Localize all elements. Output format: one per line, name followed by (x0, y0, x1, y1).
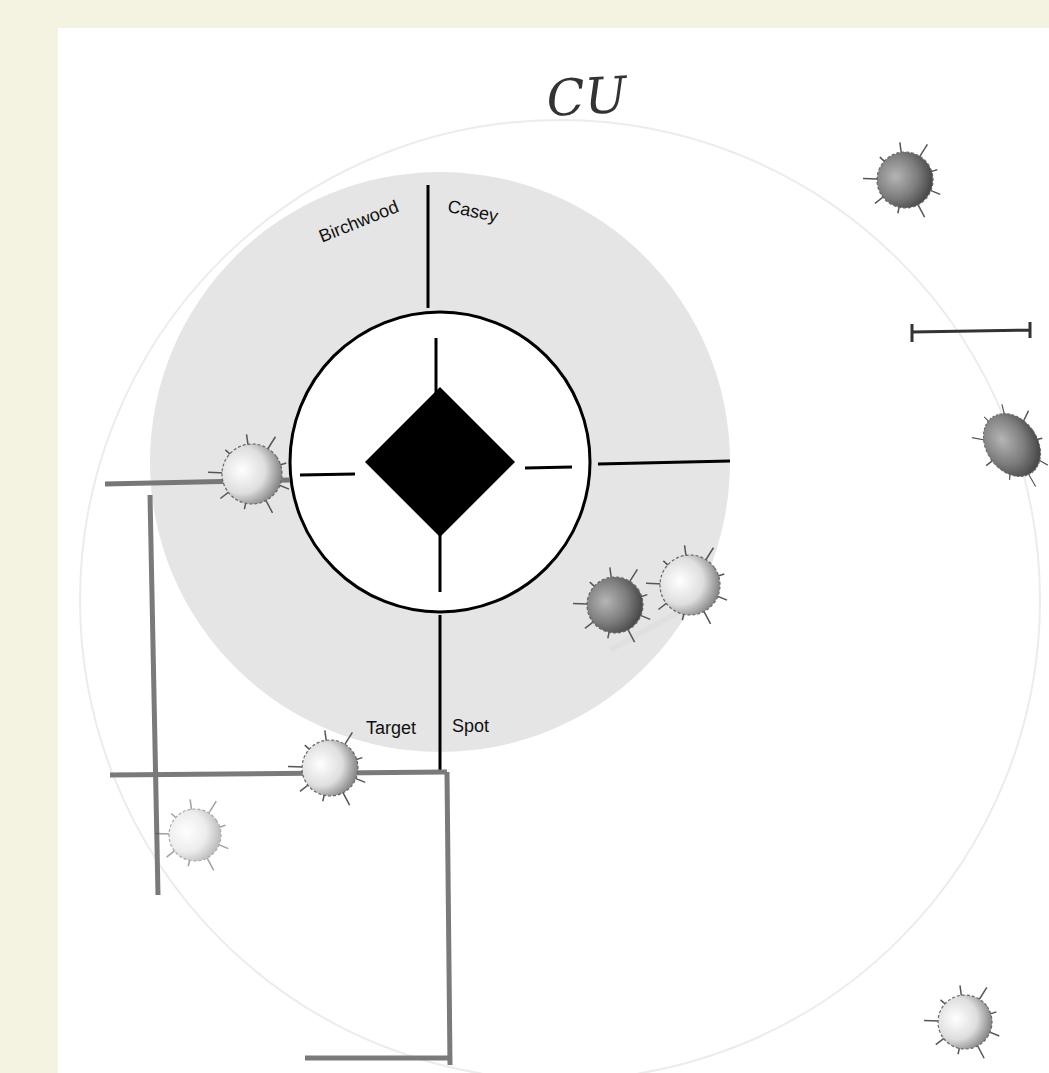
bullet-hole (855, 130, 961, 236)
outer-ring (80, 120, 1040, 1073)
bullet-hole (916, 973, 1019, 1073)
zone-label: Spot (452, 716, 489, 737)
measure-lines (110, 495, 450, 1065)
bullet-hole (199, 422, 310, 533)
zone-label: Target (366, 718, 416, 739)
center-diamond (365, 387, 515, 537)
handwritten-note: CU (545, 66, 628, 128)
bullet-hole (147, 788, 248, 889)
bullet-hole (963, 394, 1049, 503)
paper-sheet (58, 28, 1049, 1073)
group-bracket (912, 322, 1030, 342)
bullet-hole (565, 555, 671, 661)
crosshair (300, 185, 730, 770)
inner-ring (290, 312, 590, 612)
bullet-holes (147, 130, 1049, 1073)
bullet-hole (637, 533, 748, 644)
